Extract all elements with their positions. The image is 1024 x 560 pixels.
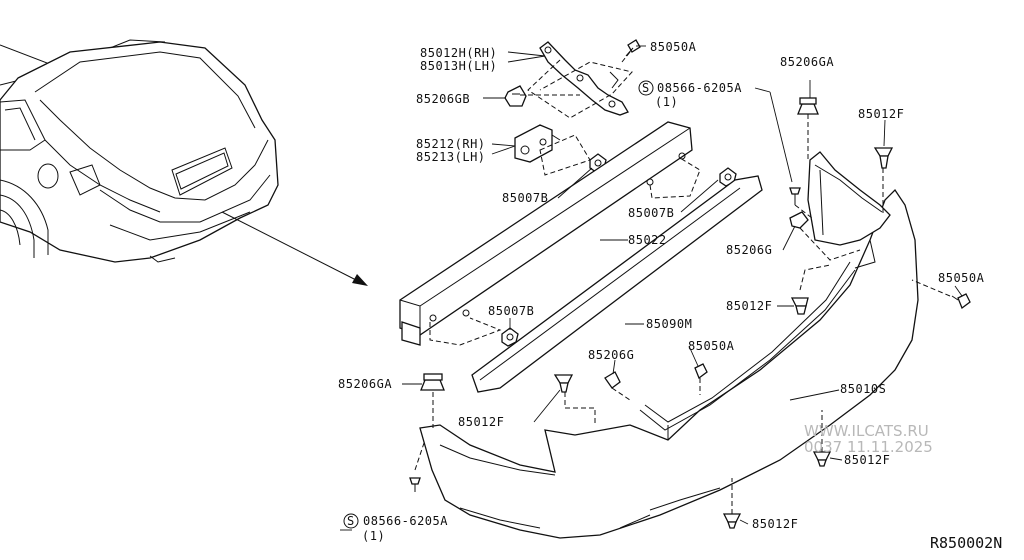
- side-retainer: [807, 151, 891, 246]
- label-85022: 85022: [628, 233, 667, 247]
- pointer-arrow: [221, 211, 361, 283]
- diagram-code: R850002N: [930, 534, 1002, 552]
- label-85213: 85213(LH): [416, 150, 486, 164]
- label-85012f-mid: 85012F: [726, 299, 772, 313]
- label-85013h: 85013H(LH): [420, 59, 497, 73]
- label-85050a-center: 85050A: [688, 339, 735, 353]
- clip-85206ga-top: [797, 97, 819, 115]
- label-85007b-c: 85007B: [488, 304, 534, 318]
- clip-85012f-bottom-right: [812, 451, 832, 467]
- label-08566-top-qty: (1): [655, 95, 678, 109]
- clip-85012f-left: [553, 374, 574, 393]
- screw-08566-bottom: [409, 477, 421, 492]
- side-bracket-rh-lh: [539, 41, 629, 116]
- clip-85206g-right: [789, 211, 809, 229]
- label-85206ga-left: 85206GA: [338, 377, 392, 391]
- clip-85206g-center: [604, 371, 621, 389]
- clip-85012f-right-top: [873, 147, 894, 169]
- energy-absorber: [471, 175, 763, 393]
- label-85012f-right-top: 85012F: [858, 107, 904, 121]
- leader-lines: [340, 45, 963, 531]
- clip-85206ga-left: [420, 373, 445, 391]
- label-85206g-right: 85206G: [726, 243, 772, 257]
- bumper-reinforcement: [399, 121, 701, 346]
- screw-symbol-top: [638, 80, 654, 96]
- label-08566-bottom: 08566-6205A: [363, 514, 448, 528]
- clip-85012f-bottom: [722, 513, 742, 529]
- bolt-85050a-right: [951, 293, 971, 310]
- bumper-fascia: [419, 188, 919, 539]
- clip-85206gb: [504, 85, 527, 107]
- label-85012h: 85012H(RH): [420, 46, 497, 60]
- label-08566-bottom-qty: (1): [362, 529, 385, 543]
- label-85007b-a: 85007B: [502, 191, 548, 205]
- bolt-85050a-center: [694, 363, 708, 380]
- screw-symbol-bottom-letter: S: [347, 514, 355, 528]
- label-85010s: 85010S: [840, 382, 886, 396]
- stay-85212-85213: [514, 124, 561, 163]
- label-85012f-bottom: 85012F: [752, 517, 798, 531]
- label-85206gb: 85206GB: [416, 92, 470, 106]
- label-85212: 85212(RH): [416, 137, 486, 151]
- car-rear-illustration: [0, 39, 368, 286]
- watermark-stamp: 0037 11.11.2025: [804, 438, 933, 456]
- label-85206g-center: 85206G: [588, 348, 634, 362]
- label-85090m: 85090M: [646, 317, 692, 331]
- label-85012f-bottom-right: 85012F: [844, 453, 890, 467]
- label-85007b-b: 85007B: [628, 206, 674, 220]
- label-85206ga-top: 85206GA: [780, 55, 834, 69]
- label-08566-top: 08566-6205A: [657, 81, 742, 95]
- screw-08566-top: [789, 187, 801, 205]
- clip-85012f-mid: [790, 297, 809, 315]
- label-85050a-top: 85050A: [650, 40, 697, 54]
- label-85012f-left: 85012F: [458, 415, 504, 429]
- screw-symbol-bottom: [343, 513, 359, 529]
- screw-symbol-top-letter: S: [642, 81, 650, 95]
- label-85050a-right: 85050A: [938, 271, 985, 285]
- watermark-site: WWW.ILCATS.RU: [804, 422, 929, 440]
